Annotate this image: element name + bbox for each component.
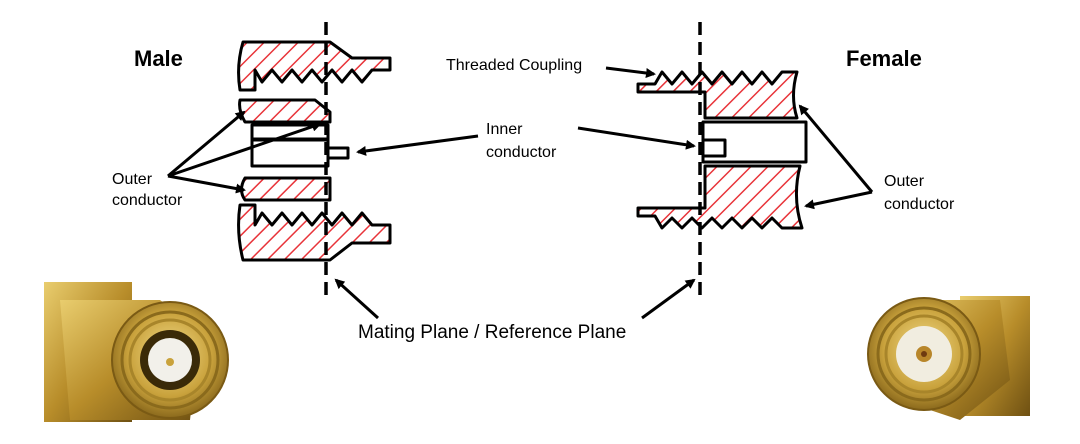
mating-plane-arrow-right <box>641 278 696 320</box>
threaded-coupling-arrow <box>605 66 656 78</box>
female-bottom-body <box>636 164 804 230</box>
male-lower-outer-conductor <box>240 176 332 202</box>
inner-conductor-label-line1: Inner <box>486 121 523 138</box>
female-connector-photo <box>867 296 1030 420</box>
male-outer-arrow-down <box>167 174 246 194</box>
female-top-body <box>636 70 799 120</box>
male-outer-arrow-up <box>167 110 246 178</box>
threaded-coupling-label: Threaded Coupling <box>446 57 583 74</box>
inner-arrow-female <box>577 126 696 150</box>
male-pin-body <box>250 138 330 168</box>
mating-plane-label: Mating Plane / Reference Plane <box>358 322 627 343</box>
male-bottom-body <box>237 203 392 262</box>
inner-conductor-label-line2: conductor <box>486 144 557 161</box>
inner-arrow-male <box>356 134 479 156</box>
female-outer-arrow-down <box>804 190 873 210</box>
male-outer-conductor-label-line2: conductor <box>112 192 183 209</box>
arrows <box>167 66 874 320</box>
female-title: Female <box>846 46 922 71</box>
mating-plane-arrow-left <box>334 278 380 320</box>
female-outer-conductor-label-line2: conductor <box>884 196 955 213</box>
male-connector-photo <box>44 282 229 422</box>
male-center-pin <box>326 146 350 160</box>
male-title: Male <box>134 46 183 71</box>
male-outer-conductor-label-line1: Outer <box>112 171 153 188</box>
female-connector-section <box>636 70 808 230</box>
male-outer-arrow-mid <box>167 121 322 178</box>
male-upper-outer-conductor <box>238 98 332 124</box>
female-socket-pin <box>701 138 727 158</box>
male-upper-shoulder <box>250 123 330 141</box>
male-top-body <box>237 40 392 92</box>
female-outer-conductor-label-line1: Outer <box>884 173 925 190</box>
female-outer-arrow-up <box>798 104 874 193</box>
